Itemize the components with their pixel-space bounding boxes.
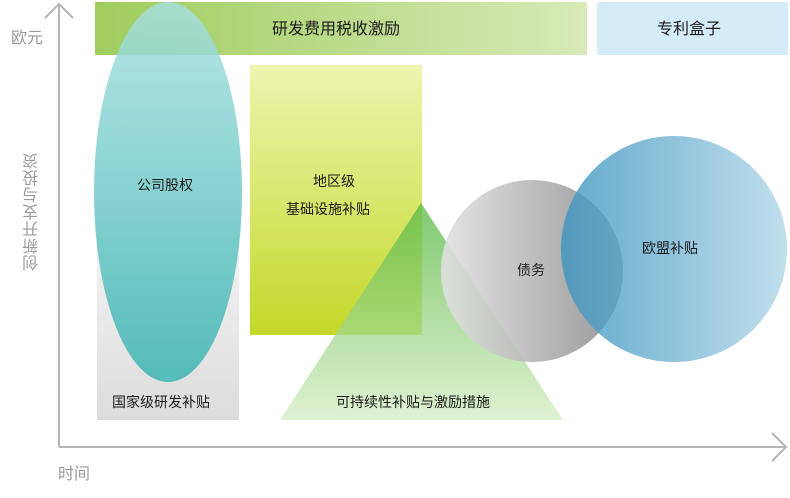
regional-label-line1: 地区级 bbox=[313, 174, 355, 190]
national-rd-subsidy-label: 国家级研发补贴 bbox=[112, 395, 210, 411]
debt-label: 债务 bbox=[517, 263, 545, 279]
patent-box-label: 专利盒子 bbox=[657, 19, 722, 38]
y-axis-label: 创新开支与投资 bbox=[22, 152, 41, 271]
public-equity-label: 公司股权 bbox=[137, 178, 193, 194]
sustainability-label: 可持续性补贴与激励措施 bbox=[336, 395, 490, 411]
y-axis bbox=[44, 2, 74, 447]
y-axis-unit: 欧元 bbox=[11, 28, 44, 47]
x-axis-label: 时间 bbox=[58, 464, 91, 483]
sustainability-triangle bbox=[280, 203, 563, 420]
public-equity-ellipse bbox=[94, 2, 242, 382]
x-axis bbox=[59, 432, 788, 462]
eu-subsidy-circle bbox=[561, 136, 787, 362]
regional-label-line2: 基础设施补贴 bbox=[286, 202, 370, 218]
patent-box-rect bbox=[597, 2, 788, 55]
rd-tax-incentive-label: 研发费用税收激励 bbox=[272, 19, 401, 38]
eu-subsidy-label: 欧盟补贴 bbox=[642, 241, 698, 257]
